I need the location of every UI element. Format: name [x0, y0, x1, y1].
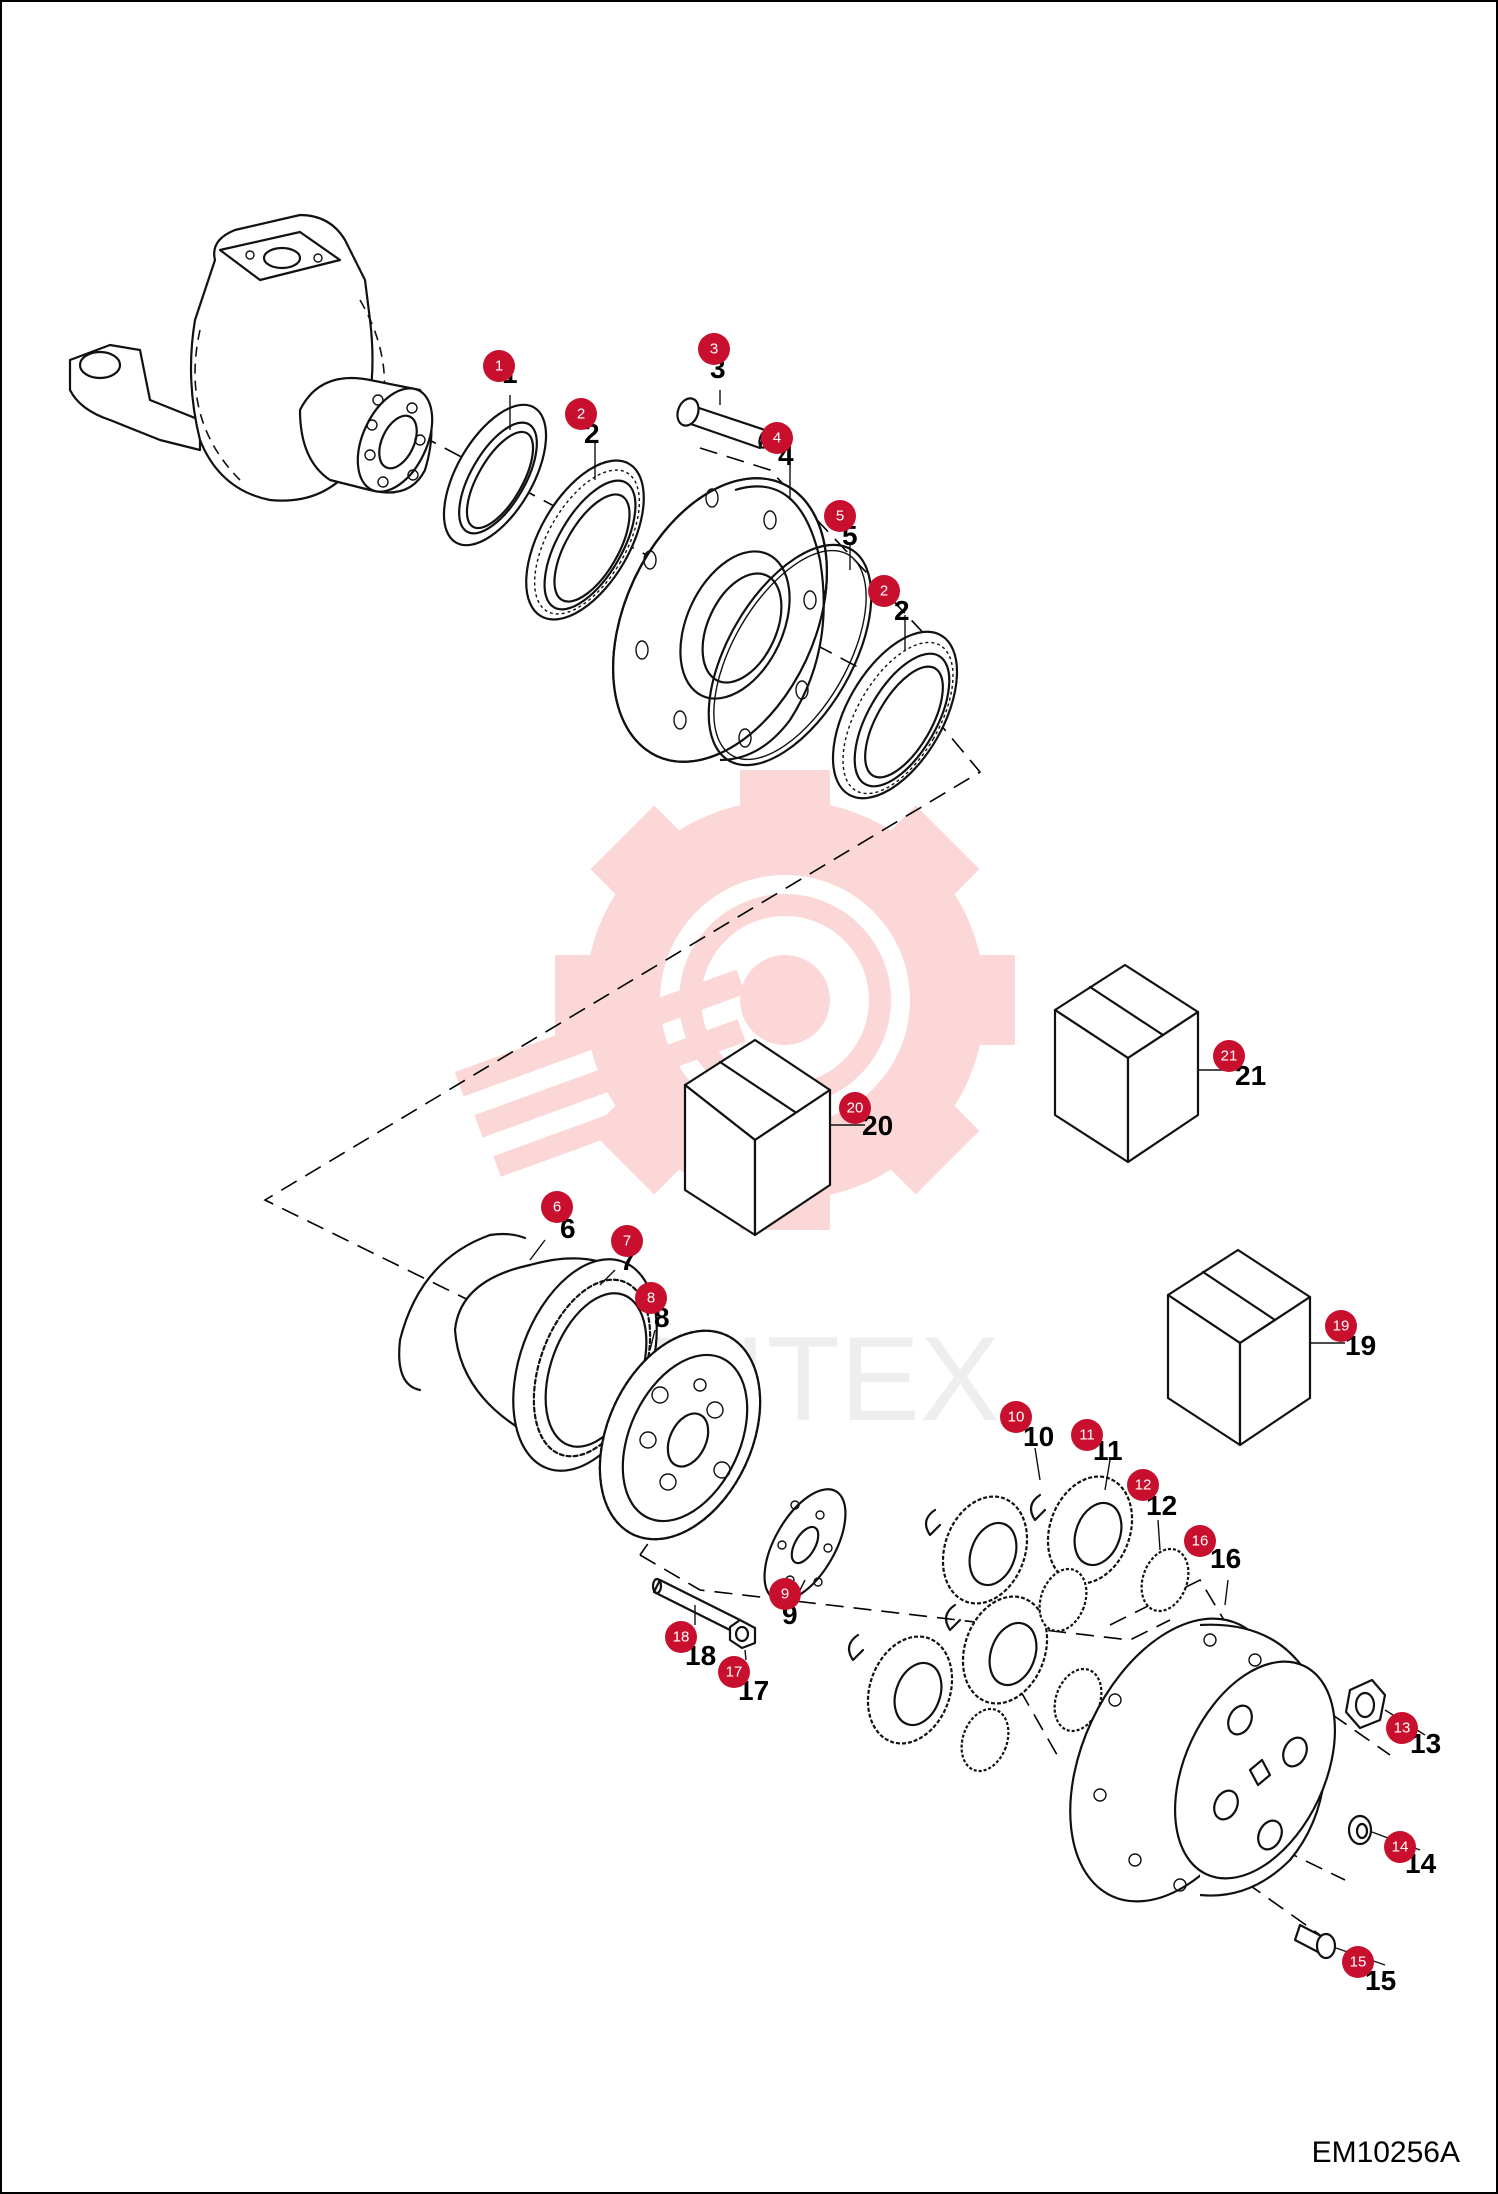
part-10-retaining-clips	[847, 1493, 1047, 1662]
part-8-planet-carrier-gear	[598, 1329, 762, 1541]
svg-text:19: 19	[1333, 1318, 1350, 1335]
callout-badge-16[interactable]: 16	[1184, 1525, 1216, 1557]
svg-text:15: 15	[1350, 1954, 1367, 1971]
svg-text:7: 7	[623, 1233, 631, 1250]
svg-text:18: 18	[673, 1629, 690, 1646]
part-5-o-ring	[707, 543, 873, 767]
part-21-kit-box	[1053, 963, 1200, 1164]
callout-leader-lines	[509, 390, 1426, 1966]
svg-text:6: 6	[553, 1199, 561, 1216]
part-2-tapered-bearing-inner	[525, 459, 645, 621]
part-15-screw	[1293, 1923, 1337, 1960]
svg-text:10: 10	[1008, 1409, 1025, 1426]
part-4-wheel-hub	[611, 477, 829, 763]
svg-text:2: 2	[577, 406, 585, 423]
callout-badge-14[interactable]: 14	[1384, 1831, 1416, 1863]
callout-badge-20[interactable]: 20	[839, 1092, 871, 1124]
callout-badge-21[interactable]: 21	[1213, 1040, 1245, 1072]
callout-badge-17[interactable]: 17	[718, 1656, 750, 1688]
svg-text:17: 17	[726, 1664, 743, 1681]
callout-badge-4[interactable]: 4	[761, 422, 793, 454]
callout-badge-7[interactable]: 7	[611, 1225, 643, 1257]
svg-text:14: 14	[1392, 1839, 1409, 1856]
callout-badge-2b[interactable]: 2	[868, 575, 900, 607]
svg-text:9: 9	[781, 1586, 789, 1603]
callout-badge-12[interactable]: 12	[1127, 1469, 1159, 1501]
callout-badge-11[interactable]: 11	[1071, 1419, 1103, 1451]
callout-badge-2[interactable]: 2	[565, 398, 597, 430]
svg-text:21: 21	[1221, 1048, 1238, 1065]
callout-number-2b: 2	[894, 595, 910, 626]
part-17-steel-ball	[728, 1618, 757, 1650]
callout-number-16: 16	[1210, 1543, 1241, 1574]
steering-knuckle	[68, 213, 434, 502]
svg-text:4: 4	[773, 430, 781, 447]
part-16-planetary-housing	[1069, 1617, 1337, 1903]
part-19-kit-box	[1166, 1248, 1312, 1447]
callout-badge-5[interactable]: 5	[824, 500, 856, 532]
callout-badge-15[interactable]: 15	[1342, 1946, 1374, 1978]
part-20-kit-box	[683, 1038, 832, 1237]
svg-text:20: 20	[847, 1100, 864, 1117]
callout-badge-10[interactable]: 10	[1000, 1401, 1032, 1433]
callout-badge-19[interactable]: 19	[1325, 1310, 1357, 1342]
callout-badge-13[interactable]: 13	[1386, 1712, 1418, 1744]
svg-text:13: 13	[1394, 1720, 1411, 1737]
part-14-drain-plug	[1347, 1814, 1373, 1846]
part-12-needle-bearings	[960, 1547, 1190, 1773]
part-2-tapered-bearing-outer	[831, 630, 959, 800]
svg-text:11: 11	[1079, 1427, 1095, 1444]
callout-badge-1[interactable]: 1	[483, 350, 515, 382]
callout-badge-18[interactable]: 18	[665, 1621, 697, 1653]
svg-text:5: 5	[836, 508, 844, 525]
callout-badge-9[interactable]: 9	[769, 1578, 801, 1610]
svg-text:16: 16	[1192, 1533, 1209, 1550]
svg-text:8: 8	[647, 1290, 655, 1307]
callout-badge-8[interactable]: 8	[635, 1282, 667, 1314]
part-3-wheel-stud	[676, 397, 772, 450]
part-11-planet-gears	[866, 1475, 1134, 1745]
svg-text:1: 1	[495, 358, 503, 375]
svg-text:2: 2	[880, 583, 888, 600]
svg-text:12: 12	[1135, 1477, 1152, 1494]
part-6-snap-ring	[398, 1232, 527, 1392]
part-13-wheel-nut	[1344, 1678, 1387, 1730]
callout-badge-3[interactable]: 3	[698, 333, 730, 365]
drawing-code: EM10256A	[1311, 2136, 1460, 2169]
svg-text:3: 3	[710, 341, 718, 358]
part-1-shaft-seal	[442, 403, 548, 547]
callout-badge-6[interactable]: 6	[541, 1191, 573, 1223]
